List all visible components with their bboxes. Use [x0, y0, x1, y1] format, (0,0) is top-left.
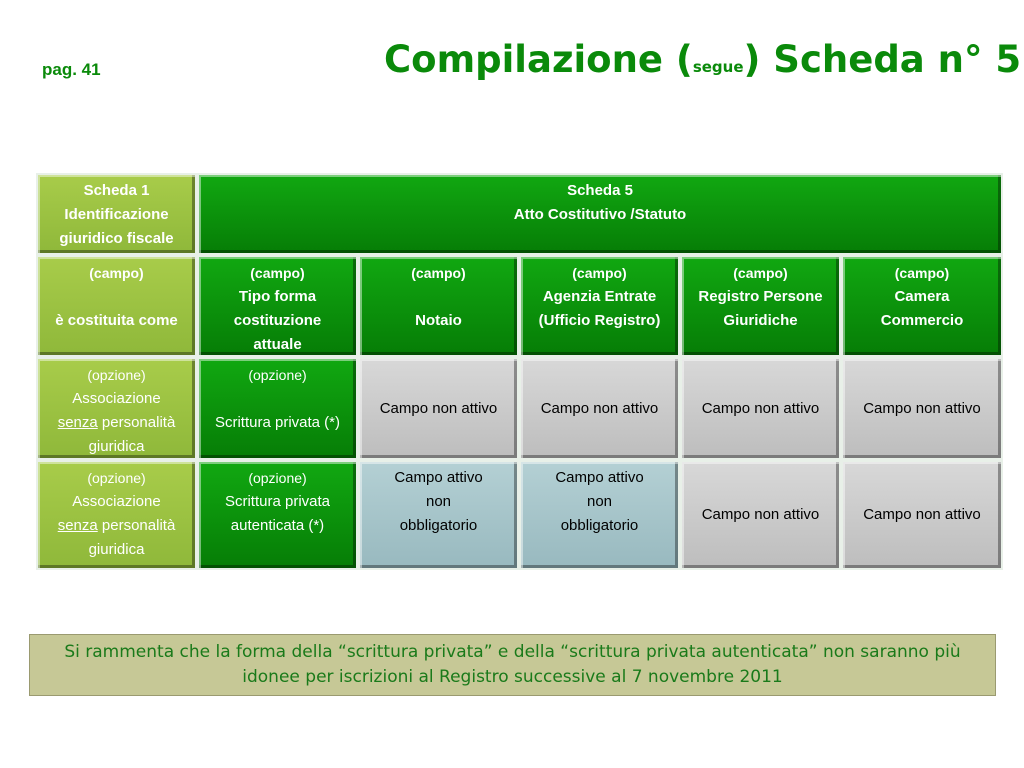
cell-tipo-forma: (campo) Tipo forma costituzione attuale: [197, 255, 358, 357]
text-line: è costituita come: [55, 312, 178, 329]
cell-campo-attivo: Campo attivo non obbligatorio: [519, 460, 680, 570]
cell-agenzia-entrate: (campo) Agenzia Entrate (Ufficio Registr…: [519, 255, 680, 357]
text-line: Agenzia Entrate: [542, 288, 657, 305]
text-line: non: [586, 493, 613, 510]
cell-associazione-option: (opzione) Associazione senza personalità…: [36, 357, 197, 460]
cell-campo-non-attivo: Campo non attivo: [519, 357, 680, 460]
text-line: Campo non attivo: [863, 399, 981, 417]
text-line: Campo non attivo: [863, 506, 981, 523]
text-line: attuale: [253, 336, 302, 353]
page-number: pag. 41: [42, 60, 101, 79]
text-line: Campo non attivo: [540, 399, 659, 417]
cell-campo-non-attivo: Campo non attivo: [841, 460, 1003, 570]
field-tag: (campo): [572, 265, 627, 281]
text-line: Associazione: [72, 390, 161, 407]
cell-scrittura-privata: (opzione) Scrittura privata (*): [197, 357, 358, 460]
text-line: Scheda 1: [83, 182, 150, 199]
text-line: obbligatorio: [560, 517, 639, 534]
field-tag: (campo): [250, 265, 305, 281]
cell-campo-attivo: Campo attivo non obbligatorio: [358, 460, 519, 570]
text-line: costituzione: [233, 312, 322, 329]
text-line: (Ufficio Registro): [538, 312, 661, 329]
field-tag: (campo): [89, 265, 144, 281]
text-line: Scheda 5: [567, 182, 633, 199]
underlined-word: senza: [57, 517, 98, 534]
title-prefix: Compilazione (: [384, 38, 693, 81]
text-line: Giuridiche: [723, 312, 798, 329]
cell-associazione-option: (opzione) Associazione senza personalità…: [36, 460, 197, 570]
page-title: Compilazione (segue) Scheda n° 5: [384, 38, 1021, 81]
text-line: Registro Persone: [698, 288, 823, 305]
text-line: non: [425, 493, 452, 510]
cell-scrittura-privata-autenticata: (opzione) Scrittura privata autenticata …: [197, 460, 358, 570]
cell-campo-non-attivo: Campo non attivo: [680, 357, 841, 460]
text-line: Identificazione: [64, 206, 169, 223]
cell-camera-commercio: (campo) Camera Commercio: [841, 255, 1003, 357]
footnote-box: Si rammenta che la forma della “scrittur…: [29, 634, 996, 696]
text-line: Associazione: [72, 493, 161, 510]
text-line: Commercio: [880, 312, 964, 329]
text-line: senza personalità: [58, 411, 176, 435]
cell-notaio: (campo) Notaio: [358, 255, 519, 357]
cell-campo-non-attivo: Campo non attivo: [358, 357, 519, 460]
cell-campo-non-attivo: Campo non attivo: [841, 357, 1003, 460]
text-line: Scrittura privata: [224, 493, 331, 510]
cell-campo-non-attivo: Campo non attivo: [680, 460, 841, 570]
text-line: Campo non attivo: [701, 399, 820, 417]
text-line: senza personalità: [58, 514, 176, 538]
text-fragment: personalità: [97, 414, 176, 431]
option-tag: (opzione): [87, 470, 146, 486]
text-line: obbligatorio: [399, 517, 478, 534]
title-small-text: segue: [692, 58, 744, 76]
text-line: giuridica: [88, 541, 145, 558]
field-tag: (campo): [733, 265, 788, 281]
text-line: Campo non attivo: [701, 506, 820, 523]
field-tag: (campo): [894, 265, 950, 281]
scheda-table: Scheda 1 Identificazione giuridico fisca…: [36, 173, 1005, 570]
note-line: idonee per iscrizioni al Registro succes…: [242, 667, 783, 687]
option-tag: (opzione): [87, 367, 146, 383]
text-line: autenticata (*): [230, 517, 325, 534]
text-fragment: personalità: [97, 517, 176, 534]
text-line: giuridico fiscale: [59, 230, 174, 247]
text-line: Campo attivo: [555, 469, 644, 486]
text-line: Scrittura privata (*): [214, 414, 341, 431]
cell-registro-persone: (campo) Registro Persone Giuridiche: [680, 255, 841, 357]
text-line: Tipo forma: [238, 288, 317, 305]
text-line: giuridica: [88, 438, 145, 455]
cell-e-costituita-come: (campo) è costituita come: [36, 255, 197, 357]
note-line: Si rammenta che la forma della “scrittur…: [64, 642, 961, 662]
text-line: Campo non attivo: [379, 399, 498, 417]
option-tag: (opzione): [248, 470, 307, 486]
text-line: Notaio: [415, 312, 462, 329]
header-scheda-1: Scheda 1 Identificazione giuridico fisca…: [36, 173, 197, 255]
underlined-word: senza: [57, 414, 98, 431]
text-line: Campo attivo: [394, 469, 483, 486]
text-line: Atto Costitutivo /Statuto: [513, 206, 687, 223]
header-scheda-5: Scheda 5 Atto Costitutivo /Statuto: [197, 173, 1003, 255]
text-line: Camera: [894, 288, 950, 305]
title-suffix: ) Scheda n° 5: [743, 38, 1022, 81]
option-tag: (opzione): [248, 367, 307, 383]
field-tag: (campo): [411, 265, 466, 281]
